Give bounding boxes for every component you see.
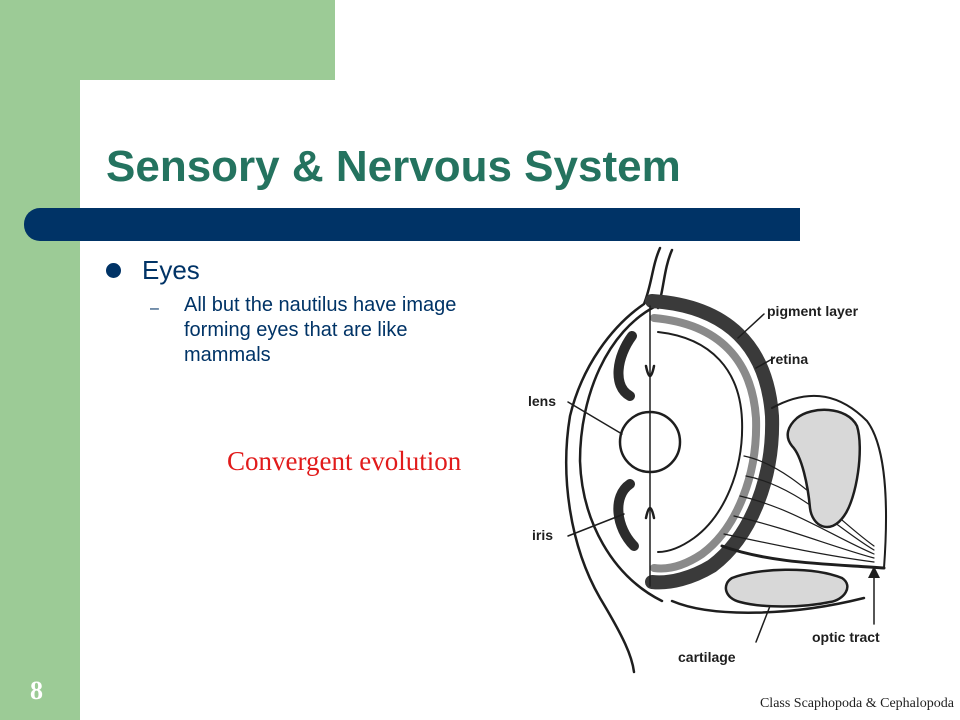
- convergent-evolution-label: Convergent evolution: [227, 446, 462, 476]
- cartilage-lower: [724, 568, 849, 608]
- leader-retina: [755, 357, 775, 369]
- left-decor-band: [0, 0, 80, 720]
- content-panel: [80, 80, 960, 720]
- label-cartilage: cartilage: [678, 649, 736, 665]
- eye-capsule: [578, 304, 664, 603]
- bullet-dot-icon: [106, 263, 121, 278]
- footer-text: Class Scaphopoda & Cephalopoda: [759, 696, 954, 711]
- iris-lower: [613, 479, 639, 551]
- lens-neck-bottom: [644, 506, 656, 520]
- sub-bullet-dash: –: [150, 300, 159, 317]
- label-pigment-layer: pigment layer: [767, 303, 859, 319]
- inner-retina: [657, 331, 744, 553]
- sub-bullet-text: All but the nautilus have image forming …: [184, 294, 457, 366]
- optic-fiber-3: [739, 495, 875, 555]
- arrowhead-optic-tract: [868, 566, 880, 578]
- leader-cartilage: [755, 605, 771, 643]
- leader-lens: [567, 401, 623, 435]
- slide-number: 8: [30, 676, 43, 705]
- leader-pigment-layer: [737, 313, 765, 339]
- leader-iris: [567, 513, 625, 537]
- label-lens: lens: [528, 393, 556, 409]
- slide-title: Sensory & Nervous System: [106, 142, 681, 191]
- optic-tract: [720, 544, 886, 570]
- top-decor-band: [80, 0, 335, 80]
- head-outline: [565, 246, 662, 674]
- cephalopod-eye-diagram: pigment layer retina lens iris optic tra…: [528, 246, 888, 674]
- retina-band: [650, 314, 761, 573]
- body-line-right: [771, 394, 888, 569]
- cartilage-upper: [786, 408, 861, 529]
- title-underline-bar: [24, 208, 800, 241]
- lens-neck-top: [644, 364, 656, 378]
- iris-upper: [613, 331, 637, 401]
- bullet-eyes: Eyes: [142, 255, 200, 285]
- optic-fiber-5: [723, 533, 875, 563]
- optic-fiber-4: [733, 515, 875, 559]
- body-line-bottom: [670, 596, 866, 614]
- pigment-band: [645, 294, 780, 590]
- label-optic-tract: optic tract: [812, 629, 880, 645]
- label-iris: iris: [532, 527, 553, 543]
- label-retina: retina: [770, 351, 808, 367]
